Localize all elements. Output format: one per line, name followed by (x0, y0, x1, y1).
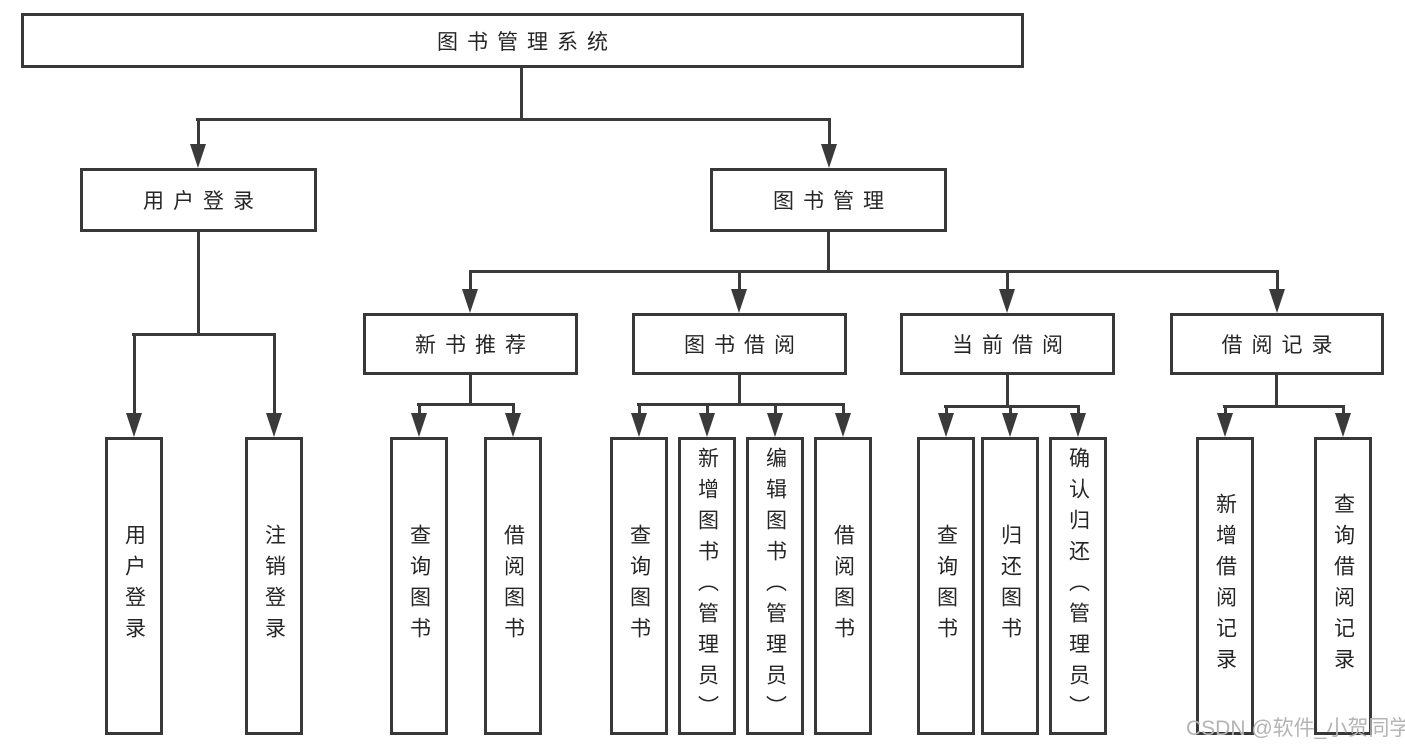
node-new-book-recommend: 新书推荐 (363, 313, 578, 375)
connector-line (1009, 405, 1012, 416)
arrow-down-icon (821, 144, 837, 168)
leaf-label: 注销登录 (262, 524, 286, 648)
connector-line (469, 270, 472, 292)
leaf-borrow-books: 借阅图书 (814, 437, 872, 735)
connector-line (1276, 270, 1279, 292)
arrow-down-icon (1335, 413, 1351, 437)
leaf-add-borrow-record: 新增借阅记录 (1196, 437, 1254, 735)
connector-line (738, 270, 741, 292)
connector-line (469, 375, 472, 406)
arrow-down-icon (1070, 413, 1086, 437)
connector-line (1077, 405, 1080, 416)
connector-line (132, 333, 275, 336)
arrow-down-icon (631, 413, 647, 437)
node-borrow-records: 借阅记录 (1170, 313, 1384, 375)
node-book-management: 图书管理 (710, 168, 947, 232)
leaf-borrow-books-recommend: 借阅图书 (484, 437, 542, 735)
connector-line (197, 232, 200, 336)
arrow-down-icon (999, 289, 1015, 313)
connector-line (196, 118, 831, 121)
leaf-label: 新增借阅记录 (1213, 493, 1237, 679)
connector-line (637, 403, 845, 406)
leaf-logout: 注销登录 (245, 437, 303, 735)
node-label: 图书借阅 (684, 334, 804, 357)
connector-line (638, 403, 641, 416)
connector-line (828, 118, 831, 146)
connector-line (469, 270, 1278, 273)
node-label: 用户登录 (143, 190, 263, 213)
leaf-label: 编辑图书（管理员） (763, 446, 787, 726)
connector-line (1275, 375, 1278, 408)
connector-line (418, 403, 421, 416)
connector-line (1223, 405, 1345, 408)
connector-line (520, 68, 523, 121)
arrow-down-icon (835, 413, 851, 437)
connector-line (945, 405, 948, 416)
leaf-label: 归还图书 (998, 524, 1022, 648)
connector-line (944, 405, 1080, 408)
connector-line (197, 118, 200, 146)
arrow-down-icon (411, 413, 427, 437)
arrow-down-icon (1217, 413, 1233, 437)
connector-line (512, 403, 515, 416)
arrow-down-icon (190, 144, 206, 168)
arrow-down-icon (266, 413, 282, 437)
leaf-label: 用户登录 (122, 524, 146, 648)
node-library-system: 图书管理系统 (21, 13, 1024, 68)
arrow-down-icon (767, 413, 783, 437)
leaf-query-books-borrow: 查询图书 (610, 437, 668, 735)
connector-line (133, 333, 136, 417)
arrow-down-icon (699, 413, 715, 437)
csdn-watermark: CSDN @软件_小贺同学 (1186, 717, 1405, 740)
connector-line (417, 403, 515, 406)
arrow-down-icon (505, 413, 521, 437)
node-label: 当前借阅 (952, 334, 1072, 357)
leaf-query-books-current: 查询图书 (917, 437, 975, 735)
leaf-label: 查询借阅记录 (1331, 493, 1355, 679)
connector-line (1006, 375, 1009, 408)
arrow-down-icon (462, 289, 478, 313)
connector-line (738, 375, 741, 406)
arrow-down-icon (938, 413, 954, 437)
leaf-user-login: 用户登录 (105, 437, 163, 735)
arrow-down-icon (1269, 289, 1285, 313)
leaf-confirm-return-admin: 确认归还（管理员） (1049, 437, 1107, 735)
connector-line (774, 403, 777, 416)
leaf-label: 查询图书 (407, 524, 431, 648)
leaf-label: 新增图书（管理员） (695, 446, 719, 726)
leaf-query-books-recommend: 查询图书 (390, 437, 448, 735)
connector-line (842, 403, 845, 416)
leaf-label: 借阅图书 (831, 524, 855, 648)
leaf-label: 查询图书 (934, 524, 958, 648)
node-user-login: 用户登录 (80, 168, 317, 232)
node-book-borrow: 图书借阅 (632, 313, 847, 375)
connector-line (706, 403, 709, 416)
node-label: 图书管理系统 (437, 30, 617, 54)
leaf-label: 查询图书 (627, 524, 651, 648)
leaf-label: 确认归还（管理员） (1066, 446, 1090, 726)
connector-line (1224, 405, 1227, 416)
node-label: 新书推荐 (415, 334, 535, 357)
leaf-query-borrow-record: 查询借阅记录 (1314, 437, 1372, 735)
leaf-return-book: 归还图书 (981, 437, 1039, 735)
node-label: 借阅记录 (1221, 334, 1342, 357)
connector-line (1006, 270, 1009, 292)
connector-line (273, 333, 276, 417)
connector-line (827, 232, 830, 273)
arrow-down-icon (1002, 413, 1018, 437)
leaf-label: 借阅图书 (501, 524, 525, 648)
arrow-down-icon (731, 289, 747, 313)
leaf-edit-book-admin: 编辑图书（管理员） (746, 437, 804, 735)
node-current-borrow: 当前借阅 (900, 313, 1115, 375)
arrow-down-icon (126, 413, 142, 437)
node-label: 图书管理 (773, 190, 893, 213)
leaf-add-book-admin: 新增图书（管理员） (678, 437, 736, 735)
connector-line (1342, 405, 1345, 416)
